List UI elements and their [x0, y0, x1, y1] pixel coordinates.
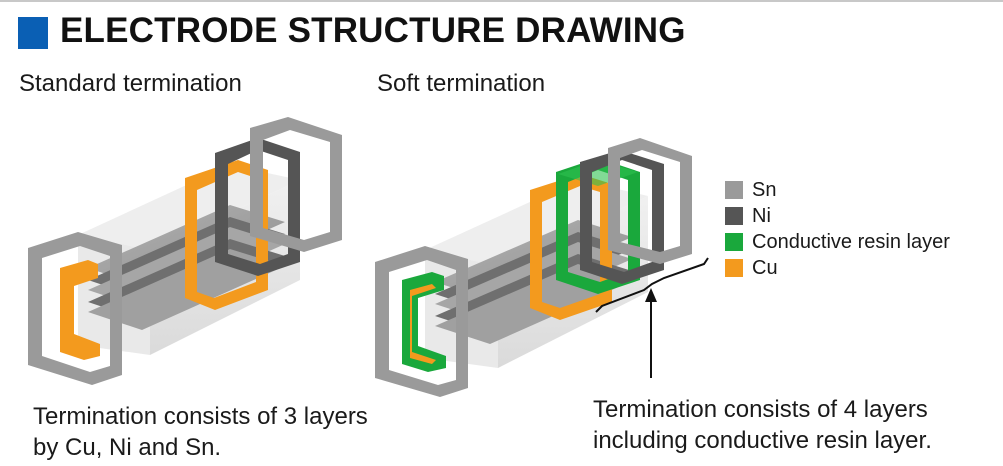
ni-layer [580, 150, 664, 284]
legend-item-resin: Conductive resin layer [725, 230, 950, 254]
standard-caption: Termination consists of 3 layers by Cu, … [33, 401, 368, 463]
soft-termination-label: Soft termination [377, 70, 546, 97]
front-sn-cap [28, 232, 122, 385]
legend-swatch [725, 233, 743, 251]
pointer-arrowhead [645, 288, 657, 302]
layer-bracket [595, 257, 709, 313]
legend-label: Cu [752, 256, 778, 279]
standard-caption-line-2: by Cu, Ni and Sn. [33, 434, 222, 461]
legend-label: Conductive resin layer [752, 230, 950, 253]
standard-caption-line-1: Termination consists of 3 layers [33, 403, 368, 430]
legend-item-sn: Sn [725, 178, 776, 202]
front-cu-edge [410, 284, 436, 364]
legend-item-ni: Ni [725, 204, 771, 228]
soft-caption-line-1: Termination consists of 4 layers [593, 396, 928, 423]
sn-layer [250, 117, 342, 252]
page-title: ELECTRODE STRUCTURE DRAWING [60, 11, 686, 50]
soft-chip [375, 138, 692, 397]
ni-layer [215, 138, 300, 276]
front-resin-edge [402, 272, 446, 372]
legend-label: Sn [752, 178, 777, 201]
soft-caption-line-2: including conductive resin layer. [593, 427, 932, 454]
standard-termination-label: Standard termination [19, 70, 242, 97]
title-square-icon [18, 17, 48, 49]
top-divider [0, 0, 1003, 2]
sn-layer [608, 138, 692, 264]
legend-swatch [725, 207, 743, 225]
standard-chip [28, 117, 342, 385]
front-cu-edge [60, 260, 100, 360]
legend-swatch [725, 259, 743, 277]
legend-swatch [725, 181, 743, 199]
soft-caption: Termination consists of 4 layers includi… [593, 394, 932, 456]
legend-item-cu: Cu [725, 256, 778, 280]
front-sn-cap [375, 246, 468, 397]
cu-layer [530, 174, 612, 320]
legend-label: Ni [752, 204, 771, 227]
